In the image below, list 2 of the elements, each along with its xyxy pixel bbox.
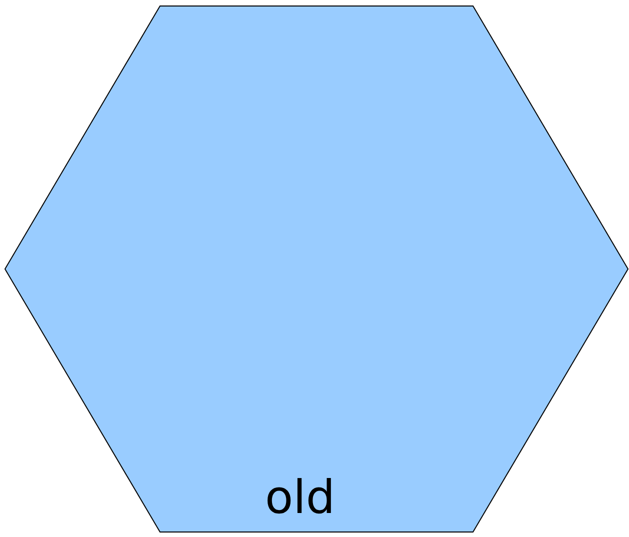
hexagon — [5, 6, 628, 532]
hexagon-label: old — [264, 474, 336, 520]
